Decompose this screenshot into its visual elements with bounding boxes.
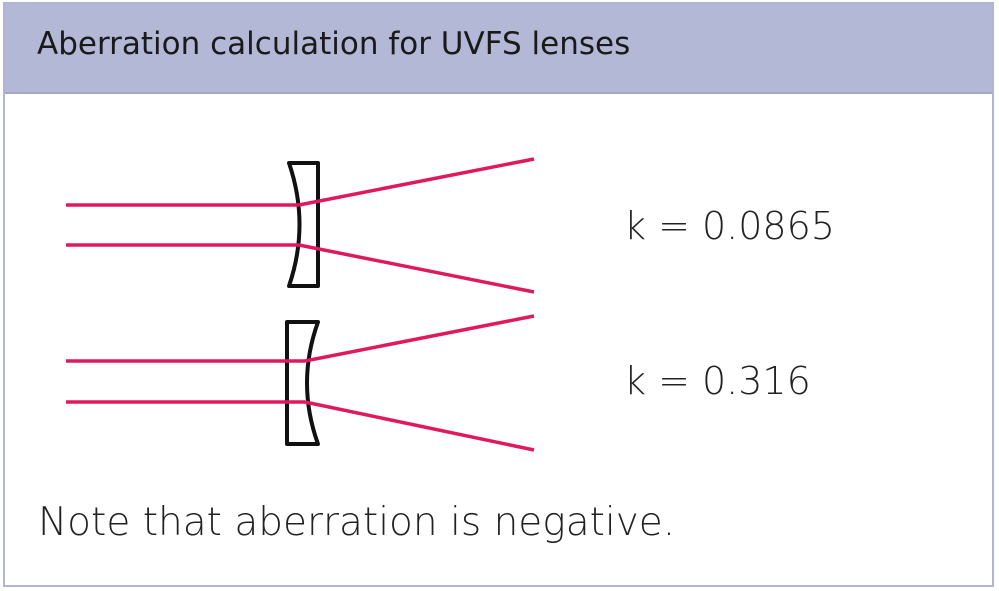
figure-header: Aberration calculation for UVFS lenses bbox=[5, 4, 992, 94]
lens-1-k-value: k = 0.0865 bbox=[624, 204, 835, 248]
lens-1 bbox=[66, 157, 535, 294]
lens-1-shape bbox=[287, 161, 320, 288]
lens-2-k-value: k = 0.316 bbox=[624, 359, 811, 403]
lens-2-shape bbox=[285, 320, 320, 446]
lens-1-ray-out-bottom bbox=[298, 243, 535, 294]
lens-2-ray-out-bottom bbox=[304, 400, 535, 452]
lens-2-ray-out-top bbox=[304, 314, 535, 363]
figure-title: Aberration calculation for UVFS lenses bbox=[37, 26, 631, 62]
lens-1-ray-out-top bbox=[298, 157, 535, 207]
figure-frame: Aberration calculation for UVFS lenses bbox=[3, 2, 994, 587]
lens-2 bbox=[66, 314, 535, 452]
aberration-note: Note that aberration is negative. bbox=[38, 500, 676, 545]
